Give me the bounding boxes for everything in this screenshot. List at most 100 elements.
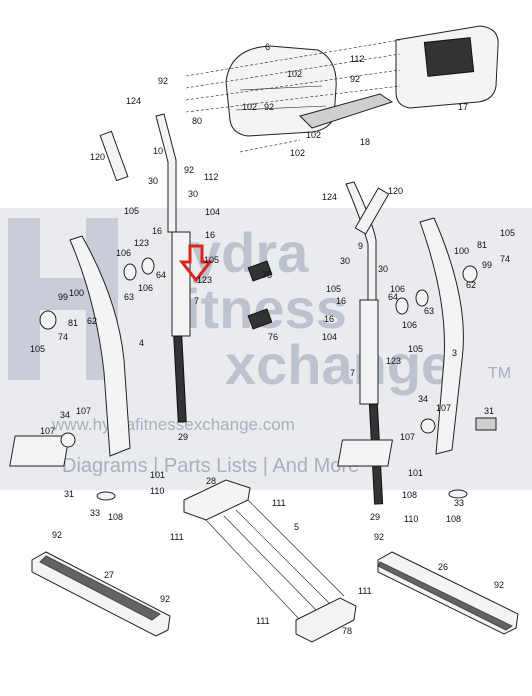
part-label: 123 xyxy=(197,275,212,285)
part-label: 3 xyxy=(452,348,457,358)
part-label: 81 xyxy=(477,240,487,250)
part-label: 16 xyxy=(152,226,162,236)
part-label: 105 xyxy=(30,344,45,354)
part-label: 100 xyxy=(69,288,84,298)
left-foot-33 xyxy=(96,491,116,501)
part-label: 92 xyxy=(184,165,194,175)
part-label: 105 xyxy=(326,284,341,294)
part-label: 33 xyxy=(90,508,100,518)
part-label: 63 xyxy=(424,306,434,316)
part-label: 7 xyxy=(350,368,355,378)
left-arm-assembly xyxy=(9,113,273,501)
right-base-block-31 xyxy=(475,417,497,431)
part-label: 108 xyxy=(402,490,417,500)
part-label: 34 xyxy=(418,394,428,404)
part-label: 80 xyxy=(192,116,202,126)
part-label: 111 xyxy=(358,586,372,596)
part-label: 5 xyxy=(294,522,299,532)
part-label: 101 xyxy=(150,470,165,480)
right-lower-arm-7 xyxy=(359,299,379,405)
part-label: 92 xyxy=(494,580,504,590)
left-base-31 xyxy=(9,435,70,467)
part-label: 17 xyxy=(458,102,468,112)
left-connector-75 xyxy=(247,260,273,282)
part-label: 7 xyxy=(194,296,199,306)
part-label: 92 xyxy=(158,76,168,86)
part-label: 99 xyxy=(482,260,492,270)
part-label: 6 xyxy=(265,42,270,52)
left-bushing-74 xyxy=(39,310,57,330)
part-label: 107 xyxy=(40,426,55,436)
part-label: 124 xyxy=(126,96,141,106)
right-foot-33 xyxy=(448,489,468,499)
left-connector-76 xyxy=(247,308,273,330)
part-label: 62 xyxy=(87,316,97,326)
part-label: 111 xyxy=(256,616,270,626)
left-platform-tread xyxy=(39,555,161,621)
part-label: 16 xyxy=(324,314,334,324)
part-label: 105 xyxy=(408,344,423,354)
part-label: 107 xyxy=(76,406,91,416)
watermark-url: www.hydrafitnessexchange.com xyxy=(51,415,295,434)
part-label: 105 xyxy=(500,228,515,238)
part-label: 108 xyxy=(446,514,461,524)
part-label: 106 xyxy=(116,248,131,258)
part-label: 30 xyxy=(148,176,158,186)
left-grip-120 xyxy=(99,130,129,182)
right-bushing-64 xyxy=(395,297,409,315)
part-label: 29 xyxy=(178,432,188,442)
part-label: 107 xyxy=(400,432,415,442)
right-leg-3 xyxy=(419,217,464,455)
right-platform-tread xyxy=(377,561,514,631)
part-label: 64 xyxy=(388,292,398,302)
part-label: 102 xyxy=(242,102,257,112)
crossbar-18 xyxy=(299,93,394,129)
part-label: 111 xyxy=(272,498,286,508)
part-label: 112 xyxy=(204,172,218,182)
watermark-title-1: ydra xyxy=(190,221,309,284)
watermark-trademark: TM xyxy=(488,365,511,382)
part-label: 105 xyxy=(124,206,139,216)
base-frame-assembly xyxy=(31,479,519,643)
watermark-title-2: itness xyxy=(185,277,347,340)
part-label: 104 xyxy=(205,207,220,217)
part-label: 92 xyxy=(264,102,274,112)
part-label: 76 xyxy=(268,332,278,342)
part-label: 101 xyxy=(408,468,423,478)
part-label: 110 xyxy=(150,486,164,496)
part-label: 75 xyxy=(262,270,272,280)
part-label: 74 xyxy=(58,332,68,342)
handlebar-assembly xyxy=(185,25,499,153)
part-label: 74 xyxy=(500,254,510,264)
part-label: 4 xyxy=(139,338,144,348)
part-label: 34 xyxy=(60,410,70,420)
right-bushing-74 xyxy=(462,265,478,283)
part-label: 120 xyxy=(388,186,403,196)
right-arm-assembly xyxy=(337,181,497,505)
left-leg-4 xyxy=(69,235,131,457)
part-label: 110 xyxy=(404,514,418,524)
part-label: 102 xyxy=(306,130,321,140)
part-label: 92 xyxy=(160,594,170,604)
part-label: 100 xyxy=(454,246,469,256)
part-label: 26 xyxy=(438,562,448,572)
part-label: 107 xyxy=(436,403,451,413)
callout-arrow xyxy=(178,244,214,283)
part-label: 30 xyxy=(378,264,388,274)
part-label: 102 xyxy=(290,148,305,158)
part-label: 33 xyxy=(454,498,464,508)
part-label: 105 xyxy=(204,255,219,265)
part-label: 106 xyxy=(390,284,405,294)
part-labels: 6 92 102 112 17 124 102 92 92 102 18 80 … xyxy=(30,42,515,636)
left-wheel-34 xyxy=(60,432,76,448)
part-label: 123 xyxy=(134,238,149,248)
left-bushing-64 xyxy=(141,257,155,275)
part-label: 78 xyxy=(342,626,352,636)
part-label: 31 xyxy=(64,489,74,499)
part-label: 30 xyxy=(340,256,350,266)
part-label: 102 xyxy=(287,69,302,79)
console-display xyxy=(423,37,475,77)
part-label: 92 xyxy=(374,532,384,542)
left-bushing-63 xyxy=(123,263,137,281)
